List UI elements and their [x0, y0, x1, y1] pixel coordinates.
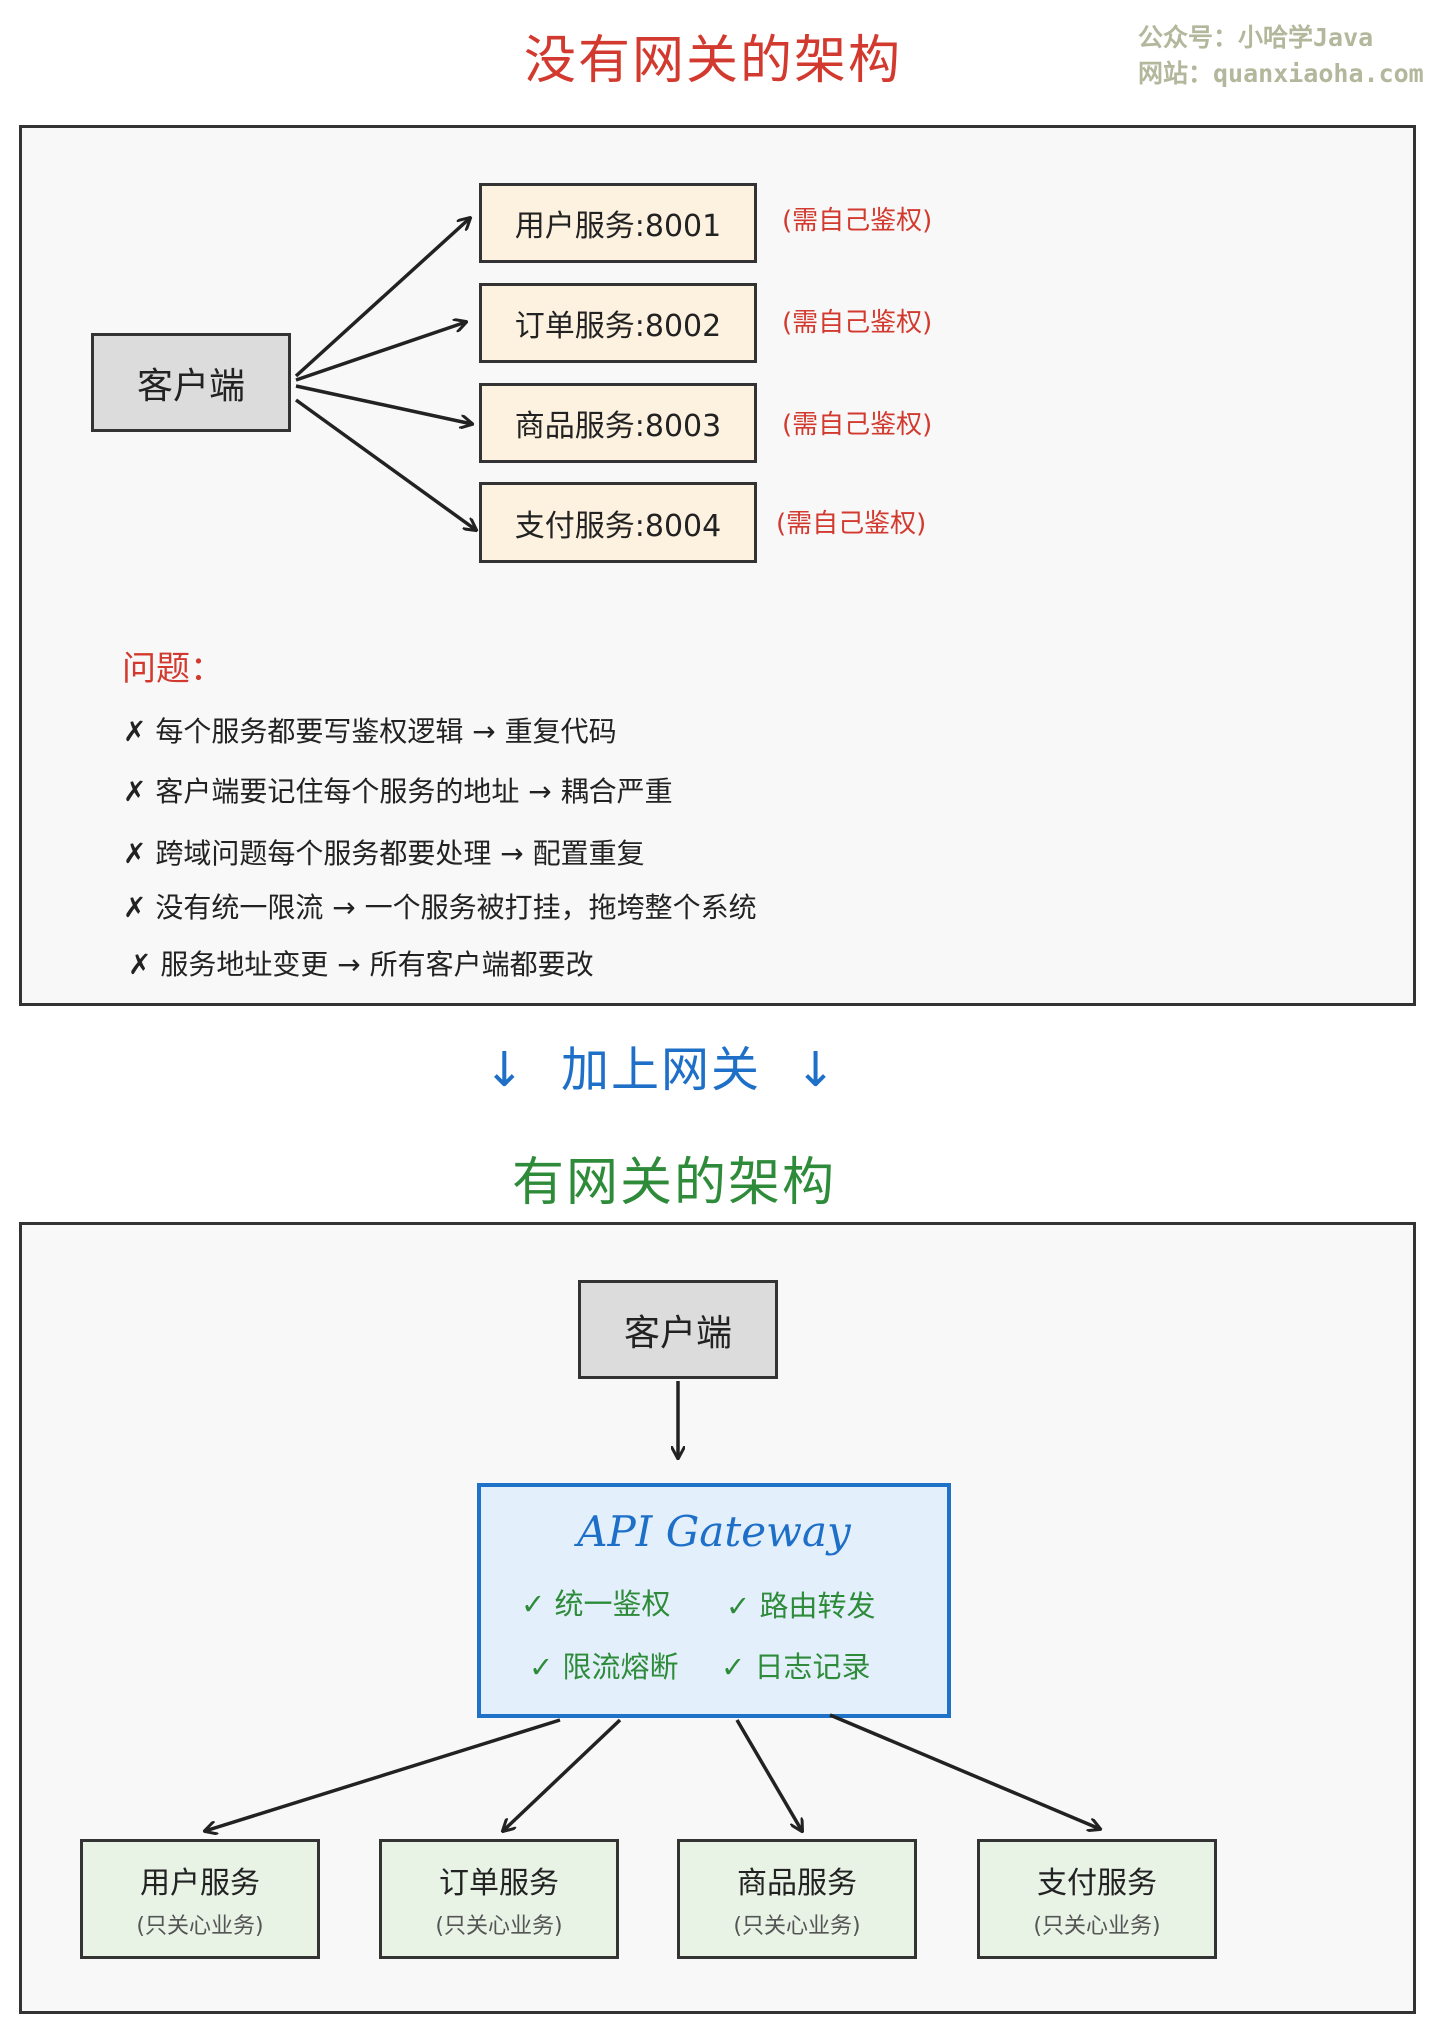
issue-item: ✗ 客户端要记住每个服务的地址 → 耦合严重: [123, 775, 673, 808]
watermark-line2: 网站：quanxiaoha.com: [1138, 59, 1424, 88]
auth-note: (需自己鉴权): [782, 410, 933, 440]
service-box-user: 用户服务 (只关心业务): [80, 1839, 320, 1959]
gateway-feature: ✓ 统一鉴权: [521, 1587, 671, 1621]
title-with-gateway: 有网关的架构: [511, 1153, 837, 1213]
arrow: [205, 1718, 561, 1831]
arrow: [829, 1713, 1100, 1829]
service-sub: (只关心业务): [1033, 1914, 1161, 1939]
auth-note: (需自己鉴权): [776, 509, 927, 539]
service-box-user: 用户服务:8001: [479, 183, 757, 263]
client-box: 客户端: [91, 333, 291, 432]
issue-item: ✗ 跨域问题每个服务都要处理 → 配置重复: [123, 837, 645, 870]
arrow: [735, 1719, 802, 1831]
watermark-line1: 公众号：小哈学Java: [1138, 23, 1374, 52]
service-box-payment: 支付服务:8004: [479, 482, 757, 563]
watermark: 公众号：小哈学Java 网站：quanxiaoha.com: [1138, 20, 1424, 92]
arrow: [294, 218, 470, 378]
issue-item: ✗ 没有统一限流 → 一个服务被打挂，拖垮整个系统: [123, 891, 757, 924]
gateway-feature: ✓ 路由转发: [726, 1589, 876, 1623]
gateway-title: API Gateway: [577, 1507, 851, 1556]
service-label: 商品服务: [737, 1866, 857, 1901]
gateway-feature: ✓ 日志记录: [721, 1650, 871, 1684]
service-box-product: 商品服务:8003: [479, 383, 757, 463]
client-box: 客户端: [578, 1280, 778, 1379]
gateway-feature: ✓ 限流熔断: [529, 1650, 679, 1684]
service-box-order: 订单服务:8002: [479, 283, 757, 363]
arrow: [295, 322, 466, 382]
service-label: 用户服务: [140, 1866, 260, 1901]
issue-item: ✗ 服务地址变更 → 所有客户端都要改: [128, 948, 594, 981]
issues-title: 问题：: [122, 649, 224, 689]
service-box-product: 商品服务 (只关心业务): [677, 1839, 917, 1959]
title-without-gateway: 没有网关的架构: [523, 31, 903, 91]
service-sub: (只关心业务): [733, 1914, 861, 1939]
transition-label: ↓ 加上网关 ↓: [484, 1042, 838, 1098]
service-box-payment: 支付服务 (只关心业务): [977, 1839, 1217, 1959]
service-box-order: 订单服务 (只关心业务): [379, 1839, 619, 1959]
arrow: [295, 384, 472, 424]
issue-item: ✗ 每个服务都要写鉴权逻辑 → 重复代码: [123, 715, 617, 748]
arrow: [503, 1718, 622, 1831]
auth-note: (需自己鉴权): [782, 308, 933, 338]
arrow: [294, 398, 476, 530]
auth-note: (需自己鉴权): [782, 206, 933, 236]
service-sub: (只关心业务): [435, 1914, 563, 1939]
service-sub: (只关心业务): [136, 1914, 264, 1939]
panel-without-gateway: [19, 125, 1416, 1006]
service-label: 订单服务: [439, 1866, 559, 1901]
service-label: 支付服务: [1037, 1866, 1157, 1901]
api-gateway-box: API Gateway ✓ 统一鉴权 ✓ 路由转发 ✓ 限流熔断 ✓ 日志记录: [477, 1483, 951, 1718]
